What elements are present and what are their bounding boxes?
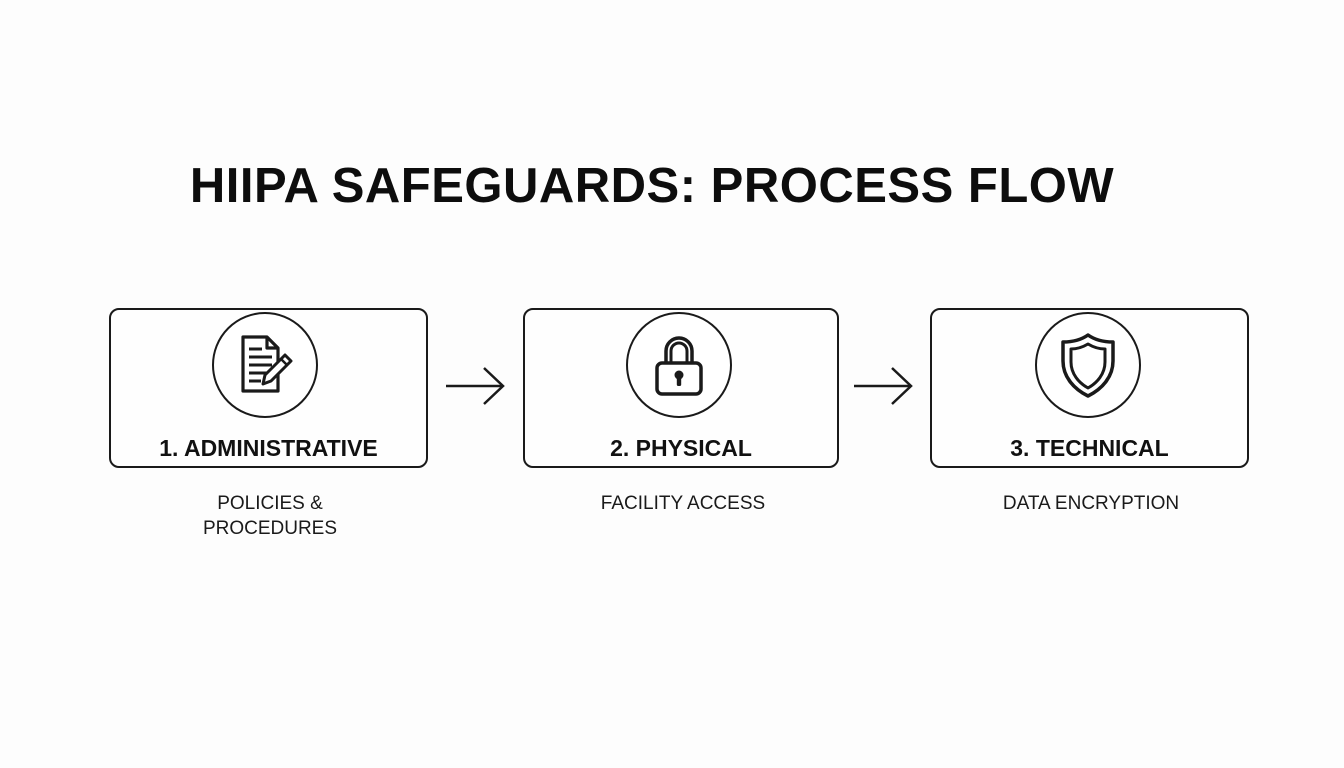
right-arrow-icon [446,367,505,405]
step-title-technical: 3. TECHNICAL [1010,435,1169,461]
step-title-physical: 2. PHYSICAL [610,435,752,461]
step-title-administrative: 1. ADMINISTRATIVE [159,435,378,461]
step-description-technical: DATA ENCRYPTION [1002,493,1180,514]
step-box-administrative: 1. ADMINISTRATIVE [109,308,428,468]
step-box-technical: 3. TECHNICAL [930,308,1249,468]
icon-circle-administrative [212,312,318,418]
step-description-administrative: POLICIES & PROCEDURES [202,493,338,539]
diagram-title: HIIPA SAFEGUARDS: PROCESS FLOW [189,159,1115,213]
right-arrow-icon [854,367,913,405]
shield-icon [1061,333,1115,398]
icon-circle-technical [1035,312,1141,418]
step-description-physical: FACILITY ACCESS [600,493,766,514]
document-pen-icon [241,335,293,393]
padlock-icon [655,336,703,396]
step-box-physical: 2. PHYSICAL [523,308,839,468]
icon-circle-physical [626,312,732,418]
